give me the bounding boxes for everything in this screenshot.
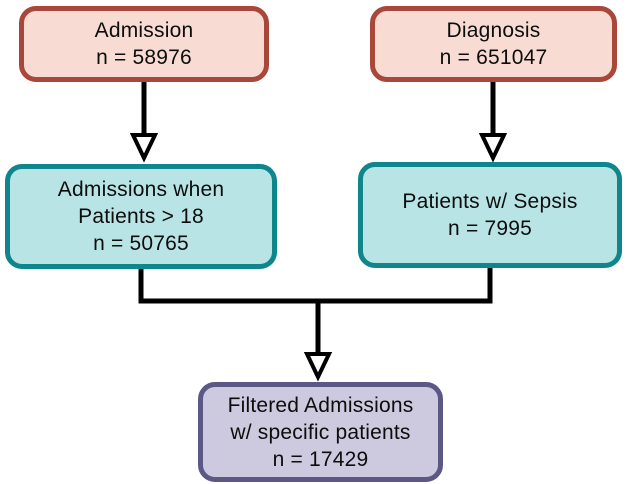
- node-diagnosis-count: n = 651047: [439, 46, 548, 69]
- node-filtered-admissions: Filtered Admissions w/ specific patients…: [198, 382, 443, 482]
- node-admission-count: n = 58976: [96, 46, 192, 69]
- node-admission-label: Admission: [94, 19, 194, 42]
- node-admission: Admission n = 58976: [19, 6, 269, 82]
- node-filtered-admissions-label-line1: Filtered Admissions: [227, 393, 414, 417]
- node-patients-sepsis: Patients w/ Sepsis n = 7995: [358, 162, 622, 268]
- node-admissions-adult-label-line2: Patients > 18: [78, 205, 204, 228]
- arrowhead-admission-to-adult-icon: [129, 133, 159, 163]
- node-diagnosis-label: Diagnosis: [446, 19, 541, 42]
- node-admissions-adult-label-line1: Admissions when: [57, 178, 225, 201]
- node-admissions-adult-count: n = 50765: [93, 232, 189, 255]
- arrowhead-diagnosis-to-sepsis-icon: [478, 133, 508, 163]
- node-admissions-adult: Admissions when Patients > 18 n = 50765: [5, 164, 277, 269]
- node-patients-sepsis-count: n = 7995: [448, 217, 532, 240]
- node-diagnosis: Diagnosis n = 651047: [370, 6, 617, 82]
- arrowhead-merge-to-filtered-icon: [303, 352, 333, 382]
- node-filtered-admissions-count: n = 17429: [272, 447, 369, 471]
- node-patients-sepsis-label: Patients w/ Sepsis: [402, 190, 578, 213]
- node-filtered-admissions-label-line2: w/ specific patients: [230, 420, 411, 444]
